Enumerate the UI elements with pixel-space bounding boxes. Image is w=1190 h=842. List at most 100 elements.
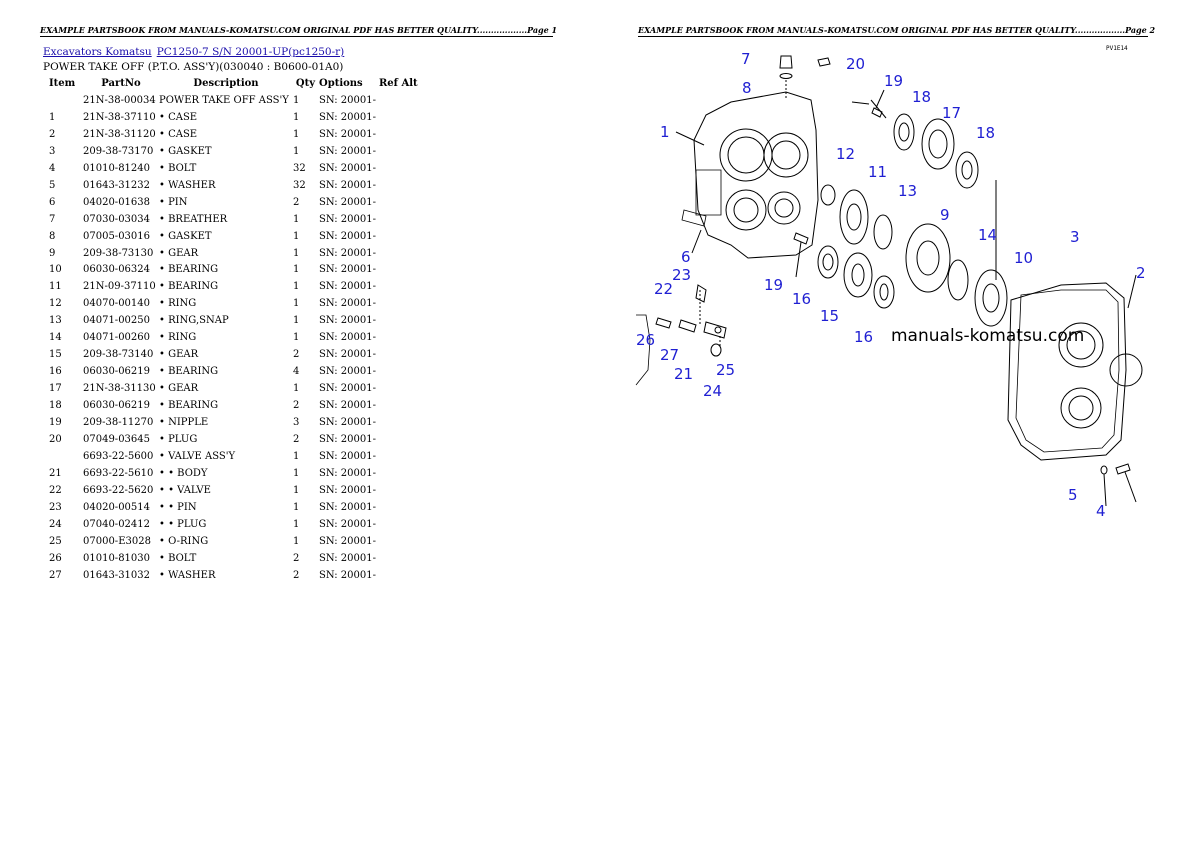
breadcrumb-link-excavators[interactable]: Excavators Komatsu [43,46,152,58]
cell-options: SN: 20001- [319,400,376,412]
cell-options: SN: 20001- [319,535,376,547]
cell-options: SN: 20001- [319,484,376,496]
cell-refalt [379,483,429,500]
cell-description: • GEAR [159,383,199,395]
callout-14: 14 [978,226,997,244]
cell-description: • O-RING [159,535,209,547]
cell-item: 7 [49,213,56,225]
cell-options: SN: 20001- [319,94,376,106]
cell-item: 19 [49,417,62,429]
cell-refalt [379,279,429,296]
cell-partno: 04020-00514 [83,501,151,513]
cell-item: 26 [49,552,62,564]
cell-description: • BEARING [159,264,219,276]
callout-8: 8 [742,79,752,97]
callout-16-bottom: 16 [854,328,873,346]
cell-qty: 1 [293,467,300,479]
cell-refalt [379,127,429,144]
cell-options: SN: 20001- [319,383,376,395]
callout-19-bottom: 19 [764,276,783,294]
cell-partno: 6693-22-5600 [83,450,154,462]
cell-partno: 04070-00140 [83,298,151,310]
cell-options: SN: 20001- [319,213,376,225]
cell-partno: 07000-E3028 [83,535,151,547]
callout-23: 23 [672,266,691,284]
cell-partno: 6693-22-5620 [83,484,154,496]
cell-description: • BEARING [159,400,219,412]
cell-options: SN: 20001- [319,264,376,276]
cell-options: SN: 20001- [319,315,376,327]
page-header: EXAMPLE PARTSBOOK FROM MANUALS-KOMATSU.C… [638,25,1156,37]
cell-description: • GASKET [159,230,212,242]
cell-description: • VALVE ASS'Y [159,450,236,462]
cell-item: 8 [49,230,56,242]
cell-options: SN: 20001- [319,434,376,446]
cell-item: 20 [49,434,62,446]
cell-options: SN: 20001- [319,552,376,564]
breadcrumb-link-model[interactable]: PC1250-7 S/N 20001-UP(pc1250-r) [156,46,345,58]
cell-qty: 1 [293,332,300,344]
col-header-qty: Qty [295,78,315,89]
cell-partno: 209-38-73130 [83,247,154,259]
cell-description: • RING [159,332,197,344]
cell-description: • • PIN [159,501,197,513]
cell-partno: 6693-22-5610 [83,467,154,479]
cell-qty: 32 [293,162,306,174]
cell-refalt [379,195,429,212]
cell-partno: 07049-03645 [83,434,151,446]
callout-21: 21 [674,365,693,383]
cell-qty: 2 [293,552,300,564]
cell-options: SN: 20001- [319,569,376,581]
cell-item: 21 [49,467,62,479]
cell-refalt [379,110,429,127]
cell-item: 17 [49,383,62,395]
parts-table: Item PartNo Description Qty Options Ref … [43,76,429,585]
cell-options: SN: 20001- [319,128,376,140]
cell-qty: 1 [293,298,300,310]
callout-25: 25 [716,361,735,379]
cell-partno: 04071-00250 [83,315,151,327]
callout-27: 27 [660,346,679,364]
cell-item: 3 [49,145,56,157]
case-gasket-drawing [1007,282,1127,461]
callout-26: 26 [636,331,655,349]
cell-qty: 2 [293,349,300,361]
cell-item: 15 [49,349,62,361]
cell-options: SN: 20001- [319,281,376,293]
document-title: POWER TAKE OFF (P.T.O. ASS'Y)(030040 : B… [43,61,344,73]
cell-refalt [379,347,429,364]
cell-item: 23 [49,501,62,513]
callout-19-top: 19 [884,72,903,90]
cell-description: • PIN [159,196,188,208]
callout-12: 12 [836,145,855,163]
diagram-code: PV1E14 [1106,45,1128,52]
cell-partno: 209-38-73140 [83,349,154,361]
cell-item: 25 [49,535,62,547]
watermark: manuals-komatsu.com [891,326,1084,346]
exploded-parts-diagram: 7 8 20 19 18 17 18 1 12 11 13 9 14 10 3 … [635,45,1146,520]
cell-description: • BEARING [159,366,219,378]
cell-qty: 1 [293,247,300,259]
cell-item: 10 [49,264,62,276]
callout-22: 22 [654,280,673,298]
cell-partno: 209-38-11270 [83,417,154,429]
page-1: EXAMPLE PARTSBOOK FROM MANUALS-KOMATSU.C… [40,25,557,585]
cell-item: 2 [49,128,56,140]
cell-refalt [379,500,429,517]
cell-refalt [379,466,429,483]
cell-qty: 2 [293,196,300,208]
cell-description: • GASKET [159,145,212,157]
callout-3: 3 [1070,228,1080,246]
